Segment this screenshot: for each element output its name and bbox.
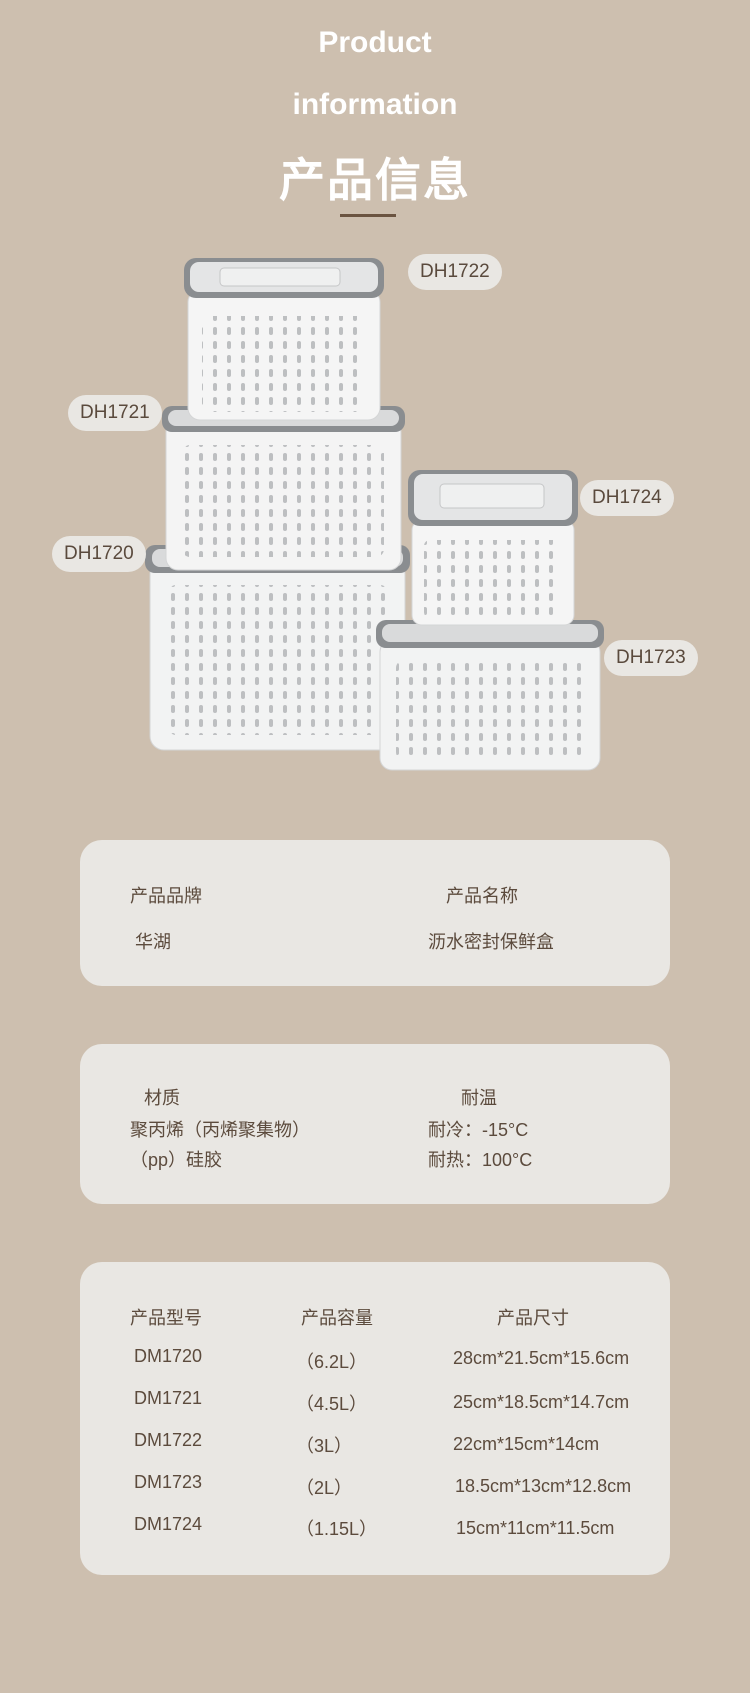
material-line1: 聚丙烯（丙烯聚集物）	[130, 1120, 310, 1140]
row-capacity: （4.5L）	[296, 1394, 368, 1414]
specifications-card: 产品型号 产品容量 产品尺寸 DM1720 （6.2L） 28cm*21.5cm…	[80, 1262, 670, 1575]
product-image: DH1722 DH1721 DH1724 DH1720 DH1723	[40, 240, 720, 810]
row-size: 28cm*21.5cm*15.6cm	[453, 1348, 630, 1368]
row-size: 15cm*11cm*11.5cm	[456, 1518, 615, 1538]
model-label-dh1721: DH1721	[68, 395, 162, 431]
material-temperature-card: 材质 聚丙烯（丙烯聚集物） （pp）硅胶 耐温 耐冷：-15°C 耐热：100°…	[80, 1044, 670, 1204]
title-cn: 产品信息	[279, 153, 471, 207]
temperature-label: 耐温	[461, 1088, 497, 1108]
model-label-dh1722: DH1722	[408, 254, 502, 290]
row-size: 22cm*15cm*14cm	[453, 1434, 600, 1454]
container-set-illustration	[145, 258, 604, 771]
row-model: DM1720	[134, 1346, 203, 1366]
container-dh1721	[162, 406, 405, 571]
model-label-dh1724: DH1724	[580, 480, 674, 516]
title-en-line1: Product	[318, 26, 432, 59]
temperature-cold: 耐冷：-15°C	[428, 1120, 529, 1140]
row-model: DM1722	[134, 1430, 203, 1450]
brand-label: 产品品牌	[130, 886, 202, 906]
row-capacity: （6.2L）	[296, 1352, 368, 1372]
row-capacity: （1.15L）	[296, 1519, 378, 1539]
header-model: 产品型号	[130, 1308, 202, 1328]
row-model: DM1724	[134, 1514, 203, 1534]
row-capacity: （2L）	[296, 1478, 353, 1498]
row-capacity: （3L）	[296, 1436, 353, 1456]
container-dh1723	[376, 620, 604, 771]
container-dh1724	[408, 470, 578, 626]
row-model: DM1721	[134, 1388, 203, 1408]
product-name-value: 沥水密封保鲜盒	[428, 932, 554, 952]
product-name-label: 产品名称	[446, 886, 518, 906]
brand-name-card: 产品品牌 华湖 产品名称 沥水密封保鲜盒	[80, 840, 670, 986]
container-dh1722	[184, 258, 384, 421]
title-en-line2: information	[292, 88, 458, 121]
row-model: DM1723	[134, 1472, 203, 1492]
header-capacity: 产品容量	[301, 1308, 373, 1328]
model-label-dh1720: DH1720	[52, 536, 146, 572]
title-divider	[340, 214, 396, 217]
temperature-hot: 耐热：100°C	[428, 1150, 533, 1170]
brand-value: 华湖	[135, 932, 171, 952]
container-dh1720	[145, 545, 410, 751]
material-label: 材质	[144, 1088, 180, 1108]
row-size: 18.5cm*13cm*12.8cm	[455, 1476, 632, 1496]
header-size: 产品尺寸	[497, 1308, 569, 1328]
row-size: 25cm*18.5cm*14.7cm	[453, 1392, 630, 1412]
material-line2: （pp）硅胶	[130, 1150, 223, 1170]
model-label-dh1723: DH1723	[604, 640, 698, 676]
